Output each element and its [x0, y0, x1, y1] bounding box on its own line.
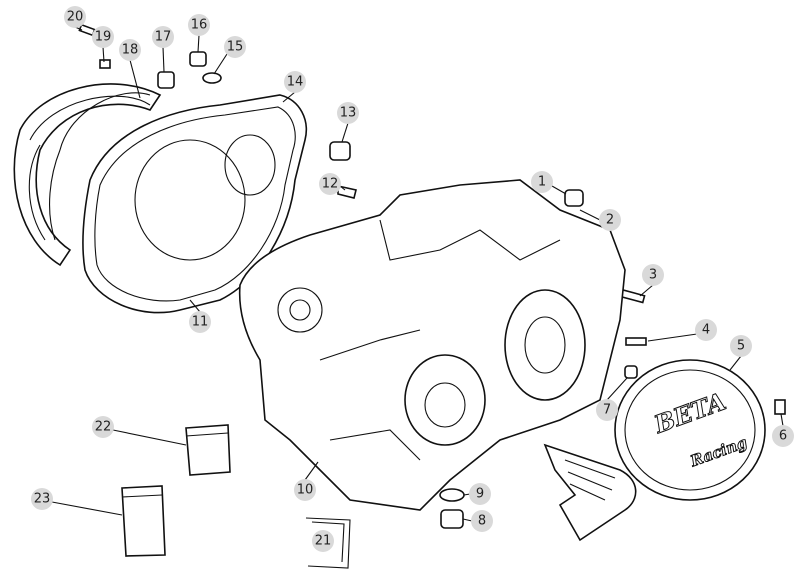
- cover-gasket: [49, 92, 151, 241]
- small-parts: [78, 23, 786, 529]
- svg-text:2: 2: [606, 213, 614, 228]
- svg-text:8: 8: [478, 514, 486, 529]
- callout-21: 21: [312, 530, 334, 552]
- callout-10: 10: [294, 479, 316, 501]
- ignition-cover: BETA Racing: [543, 359, 766, 542]
- crankcase: [238, 179, 626, 511]
- callout-11: 11: [189, 311, 211, 333]
- svg-text:23: 23: [34, 492, 51, 507]
- cover-11: [82, 94, 307, 314]
- svg-text:22: 22: [95, 420, 112, 435]
- svg-text:9: 9: [476, 487, 484, 502]
- callout-6: 6: [772, 425, 794, 447]
- svg-text:16: 16: [191, 18, 208, 33]
- callout-23: 23: [31, 488, 53, 510]
- svg-text:3: 3: [649, 268, 657, 283]
- callout-1: 1: [531, 171, 553, 193]
- callout-4: 4: [695, 319, 717, 341]
- svg-text:18: 18: [122, 43, 139, 58]
- svg-text:6: 6: [779, 429, 787, 444]
- callout-18: 18: [119, 39, 141, 61]
- svg-text:1: 1: [538, 175, 546, 190]
- callout-2: 2: [599, 209, 621, 231]
- callout-12: 12: [319, 173, 341, 195]
- callout-20: 20: [64, 6, 86, 28]
- svg-text:12: 12: [322, 177, 339, 192]
- clutch-cover: [13, 83, 162, 267]
- svg-text:15: 15: [227, 40, 244, 55]
- svg-text:20: 20: [67, 10, 84, 25]
- callout-22: 22: [92, 416, 114, 438]
- svg-text:4: 4: [702, 323, 710, 338]
- callout-15: 15: [224, 36, 246, 58]
- svg-text:10: 10: [297, 483, 314, 498]
- callout-17: 17: [152, 26, 174, 48]
- callout-14: 14: [284, 71, 306, 93]
- svg-text:11: 11: [192, 315, 209, 330]
- svg-text:21: 21: [315, 534, 332, 549]
- callout-16: 16: [188, 14, 210, 36]
- leader-lines: [51, 26, 784, 522]
- sealant-bags: [121, 424, 231, 557]
- callout-19: 19: [92, 26, 114, 48]
- callouts: 1 2 3 4 5 6 7 8 9 10 11 12 13 14 15 16 1…: [31, 6, 794, 552]
- wire-clip: [305, 517, 351, 569]
- svg-text:17: 17: [155, 30, 172, 45]
- svg-text:7: 7: [603, 403, 611, 418]
- callout-13: 13: [337, 102, 359, 124]
- callout-8: 8: [471, 510, 493, 532]
- svg-text:13: 13: [340, 106, 357, 121]
- callout-5: 5: [730, 335, 752, 357]
- svg-text:5: 5: [737, 339, 745, 354]
- callout-3: 3: [642, 264, 664, 286]
- svg-text:19: 19: [95, 30, 112, 45]
- callout-9: 9: [469, 483, 491, 505]
- callout-7: 7: [596, 399, 618, 421]
- svg-text:14: 14: [287, 75, 304, 90]
